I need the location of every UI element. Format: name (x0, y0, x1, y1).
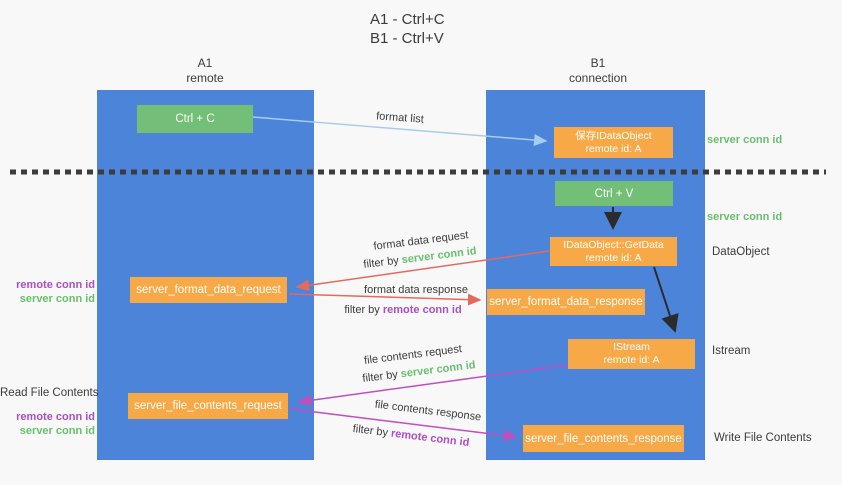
node-server-format-data-response: server_format_data_response (487, 289, 645, 315)
label-server-conn-id-mid: server conn id (707, 211, 783, 223)
label-format-data-response-filter: filter by remote conn id (344, 304, 461, 316)
node-istream: IStream remote id: A (568, 339, 695, 369)
node-server-format-data-request: server_format_data_request (130, 277, 287, 303)
node-istream-line2: remote id: A (603, 354, 660, 366)
node-ctrl-c-label: Ctrl + C (175, 113, 215, 125)
diagram-title: A1 - Ctrl+C B1 - Ctrl+V (370, 10, 445, 48)
label-write-file-contents: Write File Contents (714, 432, 812, 444)
node-idataobject-getdata-line1: IDataObject::GetData (563, 238, 664, 251)
arrow-format-data-response (288, 293, 482, 306)
label-server-conn-id-top: server conn id (707, 134, 783, 146)
lifeline-a1-id: A1 (197, 56, 213, 70)
node-save-idataobject-line1: 保存IDataObject (575, 129, 652, 142)
arrow-format-list (252, 116, 548, 147)
label-server-conn-id-left-bottom: server conn id (19, 425, 95, 437)
node-istream-line1: IStream (613, 341, 650, 353)
node-ctrl-c: Ctrl + C (137, 105, 253, 133)
arrow-file-contents-request (297, 364, 568, 407)
lifeline-header-b1: B1 connection (538, 56, 658, 86)
node-idataobject-getdata: IDataObject::GetData remote id: A (550, 237, 677, 266)
arrow-file-contents-response (290, 408, 518, 442)
filter-by-text: filter by (344, 304, 383, 316)
lifeline-header-a1: A1 remote (145, 56, 265, 86)
node-idataobject-getdata-line2: remote id: A (585, 251, 642, 264)
node-server-format-data-response-label: server_format_data_response (489, 296, 643, 308)
label-format-data-response: format data response (364, 284, 468, 296)
lifeline-b1-role: connection (568, 71, 628, 85)
node-save-idataobject: 保存IDataObject remote id: A (554, 127, 673, 158)
node-save-idataobject-line2: remote id: A (585, 142, 642, 155)
arrow-getdata-to-istream (653, 266, 679, 333)
node-server-format-data-request-label: server_format_data_request (136, 284, 281, 296)
label-remote-conn-id-left-bottom: remote conn id (16, 411, 95, 423)
label-remote-conn-id-left-top: remote conn id (16, 279, 95, 291)
node-ctrl-v: Ctrl + V (555, 181, 673, 206)
remote-conn-id-highlight: remote conn id (382, 304, 462, 316)
lifeline-a1-role: remote (186, 71, 224, 85)
node-server-file-contents-response: server_file_contents_response (523, 425, 684, 452)
lifeline-b1-id: B1 (590, 56, 606, 70)
label-dataobject: DataObject (712, 246, 770, 258)
node-server-file-contents-request: server_file_contents_request (128, 393, 288, 419)
label-read-file-contents: Read File Contents (0, 387, 99, 399)
label-server-conn-id-left-top: server conn id (19, 293, 95, 305)
title-line-a1: A1 - Ctrl+C (370, 11, 445, 28)
node-server-file-contents-response-label: server_file_contents_response (525, 432, 682, 445)
node-ctrl-v-label: Ctrl + V (594, 187, 634, 200)
label-istream: Istream (712, 345, 751, 357)
arrow-format-data-request (295, 250, 550, 292)
node-server-file-contents-request-label: server_file_contents_request (134, 400, 282, 412)
title-line-b1: B1 - Ctrl+V (370, 30, 444, 47)
